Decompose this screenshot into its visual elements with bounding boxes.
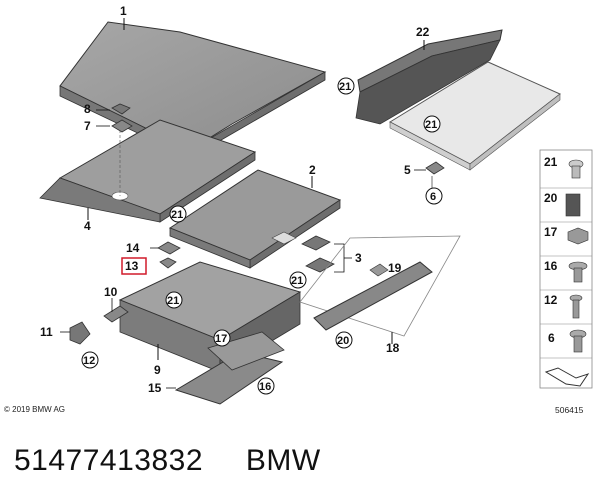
callout-15: 15 — [148, 381, 162, 395]
legend-labels: 21 20 17 16 12 6 — [544, 155, 558, 345]
callout-18: 18 — [386, 341, 400, 355]
part-18-sill-group — [299, 235, 461, 344]
legend-16: 16 — [544, 259, 558, 273]
part-2-floor-panel — [168, 169, 342, 269]
svg-text:12: 12 — [83, 355, 95, 367]
svg-text:21: 21 — [291, 275, 303, 287]
svg-text:16: 16 — [259, 381, 271, 393]
drawing-number: 506415 — [555, 405, 584, 415]
circled-21-a: 21 — [169, 205, 187, 223]
direction-arrow-icon — [544, 367, 590, 387]
callout-14: 14 — [126, 241, 140, 255]
part-4-storage-tray — [39, 119, 257, 223]
circled-21-b: 21 — [337, 77, 355, 95]
svg-text:20: 20 — [337, 335, 349, 347]
callout-7: 7 — [84, 119, 91, 133]
circled-20: 20 — [335, 331, 353, 349]
callout-4: 4 — [84, 219, 91, 233]
svg-text:21: 21 — [167, 295, 179, 307]
part-13-bracket — [121, 257, 177, 275]
part-8-clip — [96, 103, 131, 115]
legend-12: 12 — [544, 293, 558, 307]
callout-2: 2 — [309, 163, 316, 177]
callout-10: 10 — [104, 285, 118, 299]
callout-labels: 1 2 3 4 5 7 8 9 10 11 13 14 15 18 22 21 … — [40, 4, 443, 395]
callout-5: 5 — [404, 163, 411, 177]
brand-name: BMW — [245, 444, 321, 477]
part-3-covers — [301, 235, 352, 273]
callout-9: 9 — [154, 363, 161, 377]
svg-text:21: 21 — [171, 209, 183, 221]
circled-17: 17 — [213, 329, 231, 347]
circled-21-c: 21 — [423, 115, 441, 133]
svg-text:19: 19 — [388, 261, 402, 275]
part-15-support — [166, 331, 285, 405]
svg-text:21: 21 — [425, 119, 437, 131]
circled-21-e: 21 — [165, 291, 183, 309]
circled-12: 12 — [81, 351, 99, 369]
circled-21-d: 21 — [289, 271, 307, 289]
part-10-hinge — [103, 298, 129, 323]
callout-22: 22 — [416, 25, 430, 39]
fastener-17-icon — [567, 227, 589, 245]
legend-20: 20 — [544, 191, 558, 205]
circled-16: 16 — [257, 377, 275, 395]
fastener-legend — [539, 149, 593, 389]
callout-1: 1 — [120, 4, 127, 18]
circled-6: 6 — [425, 187, 443, 205]
svg-text:17: 17 — [215, 333, 227, 345]
part-7-clip — [96, 119, 133, 133]
legend-6: 6 — [548, 331, 555, 345]
callout-13: 13 — [125, 259, 139, 273]
fastener-20-icon — [565, 193, 581, 217]
legend-21: 21 — [544, 155, 558, 169]
part-number: 51477413832 — [14, 444, 204, 477]
callout-11: 11 — [40, 325, 53, 339]
part-11-latch — [60, 321, 91, 345]
svg-text:6: 6 — [430, 191, 436, 203]
legend-17: 17 — [544, 225, 558, 239]
part-info-line: 51477413832 BMW — [14, 444, 321, 478]
part-5-clip — [414, 161, 445, 188]
part-14-bracket — [150, 241, 181, 255]
light-panel — [388, 61, 561, 171]
callout-19: 19 — [388, 261, 402, 275]
svg-text:21: 21 — [339, 81, 351, 93]
callout-3: 3 — [355, 251, 362, 265]
callout-8: 8 — [84, 102, 91, 116]
part-9-lower-box — [118, 261, 302, 373]
copyright-text: © 2019 BMW AG — [4, 405, 66, 414]
part-22-cover — [355, 29, 503, 125]
